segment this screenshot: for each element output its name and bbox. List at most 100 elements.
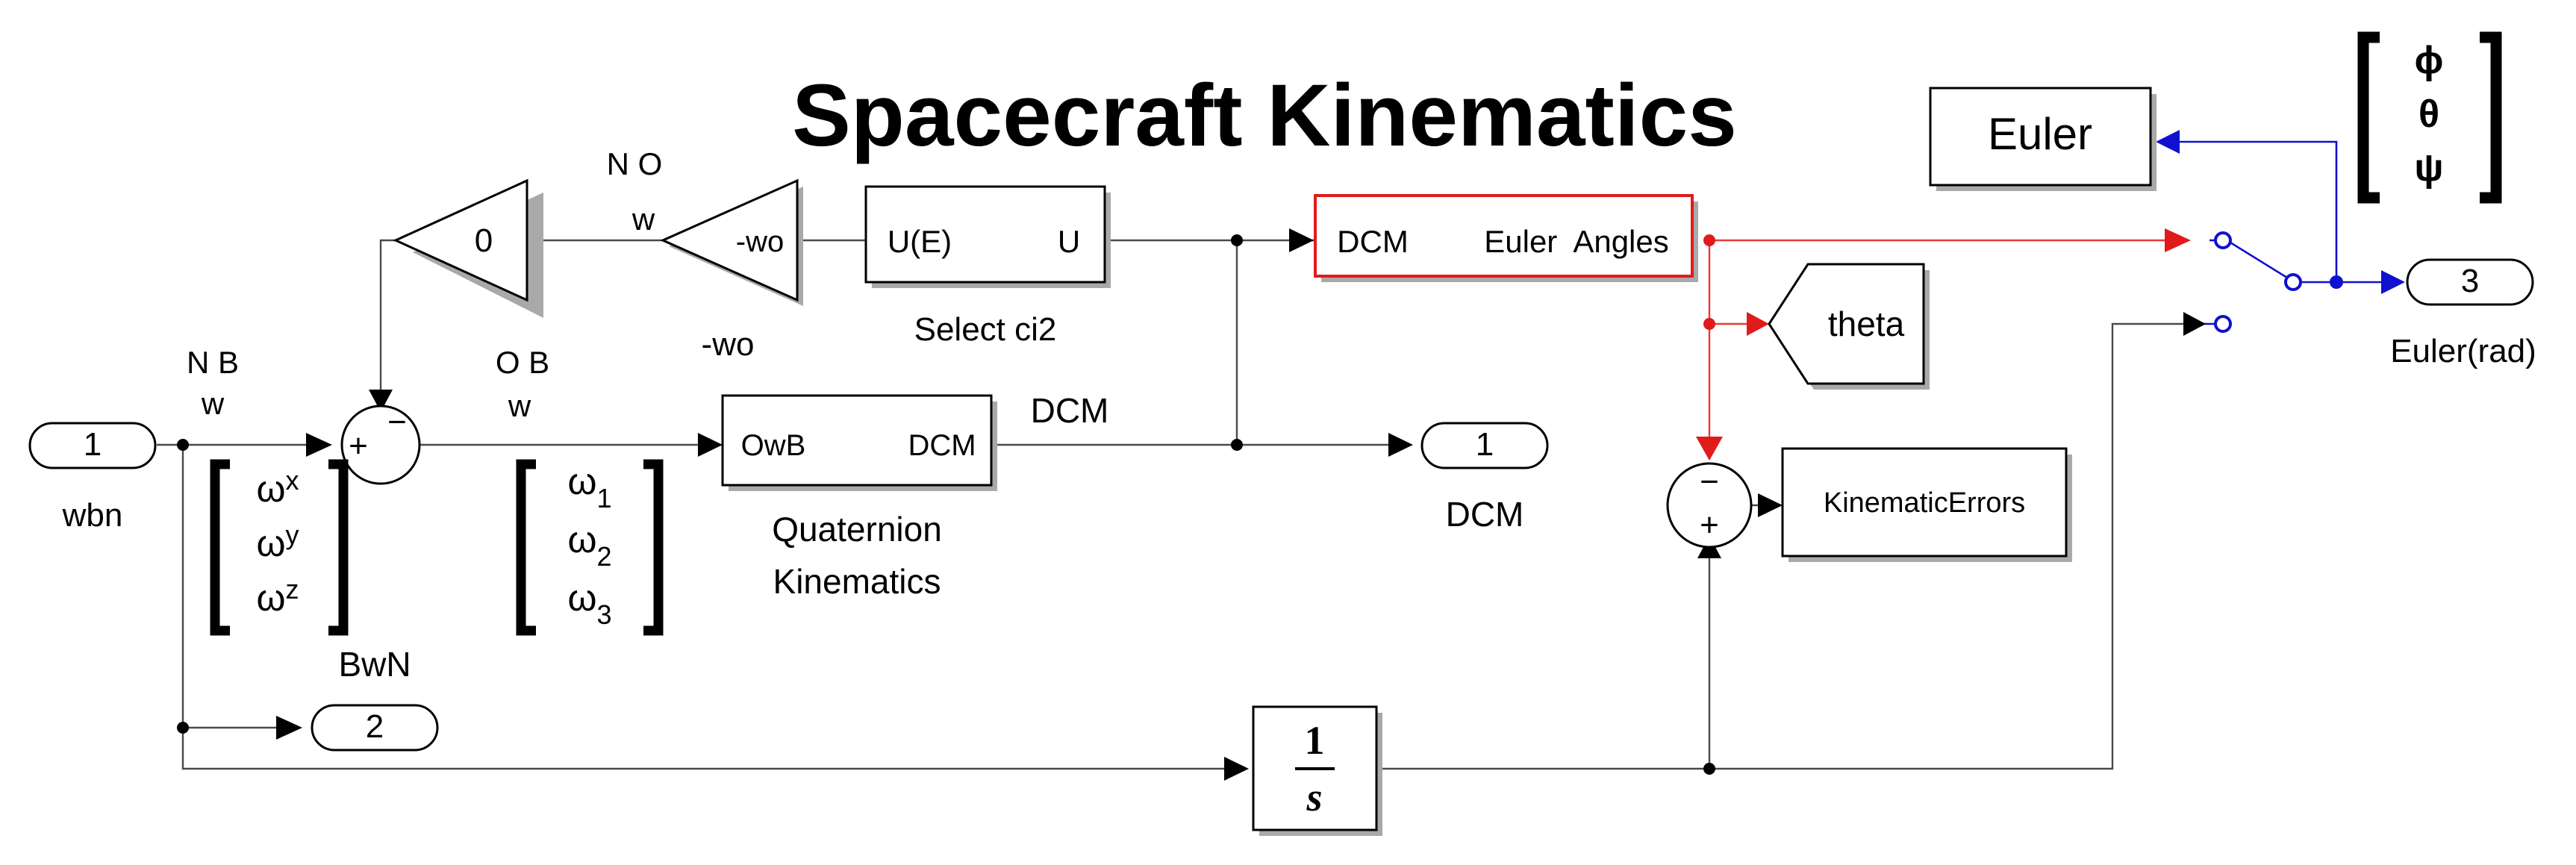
outport-dcm-label: DCM xyxy=(1446,495,1524,534)
wire-integrator-to-switch[interactable] xyxy=(1709,322,2183,770)
inport-wbn-label: wbn xyxy=(62,497,123,534)
switch-lever[interactable] xyxy=(2230,241,2288,279)
outport-euler-body[interactable] xyxy=(2406,258,2534,306)
wire-wbn-branch[interactable] xyxy=(181,445,1224,770)
gain-wo-value: -wo xyxy=(736,225,784,258)
sum-right-body[interactable] xyxy=(1666,462,1753,549)
quat-label-1: Quaternion xyxy=(772,510,942,549)
switch-contact-2[interactable] xyxy=(2214,315,2232,333)
signal-ob-top: O B xyxy=(496,345,549,380)
omega-z-base: ω xyxy=(256,577,285,619)
signal-no-bottom: w xyxy=(631,202,655,237)
outport-dcm-body[interactable] xyxy=(1420,422,1549,469)
wire-zero-to-sum[interactable] xyxy=(379,239,396,396)
goto-theta-body[interactable] xyxy=(1768,263,1925,385)
euler-display-body[interactable] xyxy=(1929,87,2152,187)
euler-psi: ψ xyxy=(2414,146,2443,190)
select-ci2-block[interactable]: U(E) U Select ci2 xyxy=(864,185,1111,348)
sum-right-plus: + xyxy=(1700,507,1719,543)
omega-3-base: ω xyxy=(567,577,596,619)
select-ci2-in: U(E) xyxy=(888,224,952,259)
gain-zero-body[interactable] xyxy=(393,178,528,302)
quat-in-port: OwB xyxy=(741,429,806,462)
annotation-euler-symbols: ϕ θ ψ xyxy=(2357,31,2502,204)
red-arrow-theta xyxy=(1747,312,1769,336)
select-ci2-label: Select ci2 xyxy=(914,311,1057,348)
kinematic-errors-block[interactable]: KinematicErrors xyxy=(1781,447,2072,562)
signal-no-top: N O xyxy=(607,146,663,181)
outport-dcm-number: 1 xyxy=(1476,426,1494,463)
wires xyxy=(157,239,2183,770)
blue-arrow-display xyxy=(2156,130,2180,154)
goto-theta-block[interactable]: theta xyxy=(1768,263,1930,390)
dcm-euler-out: Euler Angles xyxy=(1484,224,1669,259)
gain-wo-label: -wo xyxy=(702,326,755,363)
omega-y-base: ω xyxy=(256,522,285,564)
outport-euler-number: 3 xyxy=(2461,263,2479,299)
wire-integrator-out[interactable] xyxy=(1381,552,1711,770)
gain-wo-body[interactable] xyxy=(660,178,799,302)
omega-2-sub: 2 xyxy=(597,541,612,572)
quaternion-kinematics-block[interactable]: OwB DCM Quaternion Kinematics xyxy=(721,394,997,601)
select-ci2-body[interactable] xyxy=(864,185,1106,284)
outport-dcm[interactable]: 1 DCM xyxy=(1420,422,1549,534)
svg-text:ωz: ωz xyxy=(256,574,299,619)
omega-z-sub: z xyxy=(286,574,299,605)
omega-x-sub: x xyxy=(286,465,299,496)
diagram-title: Spacecraft Kinematics xyxy=(792,66,1737,165)
sum-right-minus: − xyxy=(1700,463,1719,500)
omega-2-base: ω xyxy=(567,519,596,560)
quaternion-kinematics-body[interactable] xyxy=(721,394,993,487)
gain-zero-value: 0 xyxy=(475,222,493,259)
blue-arrow-euler-out xyxy=(2381,270,2405,294)
euler-theta: θ xyxy=(2418,93,2439,136)
selected-wires xyxy=(1696,228,2191,460)
outport-euler-label: Euler(rad) xyxy=(2390,333,2536,369)
junction-integrator xyxy=(1703,763,1715,775)
euler-display-block[interactable]: Euler xyxy=(1929,87,2156,191)
switch-contact-1[interactable] xyxy=(2214,231,2232,249)
sum-left-plus: + xyxy=(349,428,368,464)
red-arrow-sum xyxy=(1696,437,1723,460)
sum-block-right[interactable]: − + xyxy=(1666,462,1753,549)
signal-dcm: DCM xyxy=(1031,391,1109,430)
dcm-euler-in: DCM xyxy=(1337,224,1409,259)
blue-junction xyxy=(2330,275,2343,289)
junction-dcm-2 xyxy=(1231,234,1243,246)
inport-wbn-body[interactable] xyxy=(28,422,157,469)
omega-y-sub: y xyxy=(286,519,299,550)
gain-wo-block[interactable]: -wo -wo xyxy=(660,178,803,363)
junction-dcm-1 xyxy=(1231,439,1243,451)
svg-text:ω3: ω3 xyxy=(567,577,611,630)
switch-pivot[interactable] xyxy=(2284,273,2302,291)
outport-euler[interactable]: 3 Euler(rad) xyxy=(2390,258,2536,369)
inport-wbn[interactable]: 1 wbn xyxy=(28,422,157,534)
wire-switch-to-display[interactable] xyxy=(2180,140,2338,282)
sum-left-minus: − xyxy=(387,404,407,440)
omega-1-sub: 1 xyxy=(597,483,612,513)
quat-label-2: Kinematics xyxy=(773,562,941,601)
outport-bwn-number: 2 xyxy=(366,708,384,745)
gain-zero-block[interactable]: 0 xyxy=(393,178,543,318)
omega-1-base: ω xyxy=(567,460,596,502)
integrator-denominator: s xyxy=(1306,775,1322,819)
red-junction-2 xyxy=(1703,318,1715,330)
outport-bwn[interactable]: 2 BwN xyxy=(311,645,439,752)
outport-bwn-body[interactable] xyxy=(311,704,439,752)
kinematic-errors-label: KinematicErrors xyxy=(1824,487,2025,519)
inport-wbn-number: 1 xyxy=(84,426,102,463)
integrator-block[interactable]: 1 s xyxy=(1252,705,1382,836)
kinematic-errors-body[interactable] xyxy=(1781,447,2068,558)
omega-3-sub: 3 xyxy=(597,599,612,630)
outport-bwn-label: BwN xyxy=(338,645,411,684)
dcm-to-euler-block[interactable]: DCM Euler Angles xyxy=(1314,194,1698,282)
sum-left-body[interactable] xyxy=(340,405,421,485)
junctions xyxy=(177,234,1715,775)
sum-block-left[interactable]: + − xyxy=(340,404,421,485)
svg-text:ω2: ω2 xyxy=(567,519,611,572)
dcm-to-euler-body[interactable] xyxy=(1314,194,1694,278)
quat-out-port: DCM xyxy=(908,429,976,462)
junction-wbn xyxy=(177,439,189,451)
arrow-switch-bottom xyxy=(2183,312,2206,336)
annotation-omega-123: ω1 ω2 ω3 xyxy=(516,459,664,636)
